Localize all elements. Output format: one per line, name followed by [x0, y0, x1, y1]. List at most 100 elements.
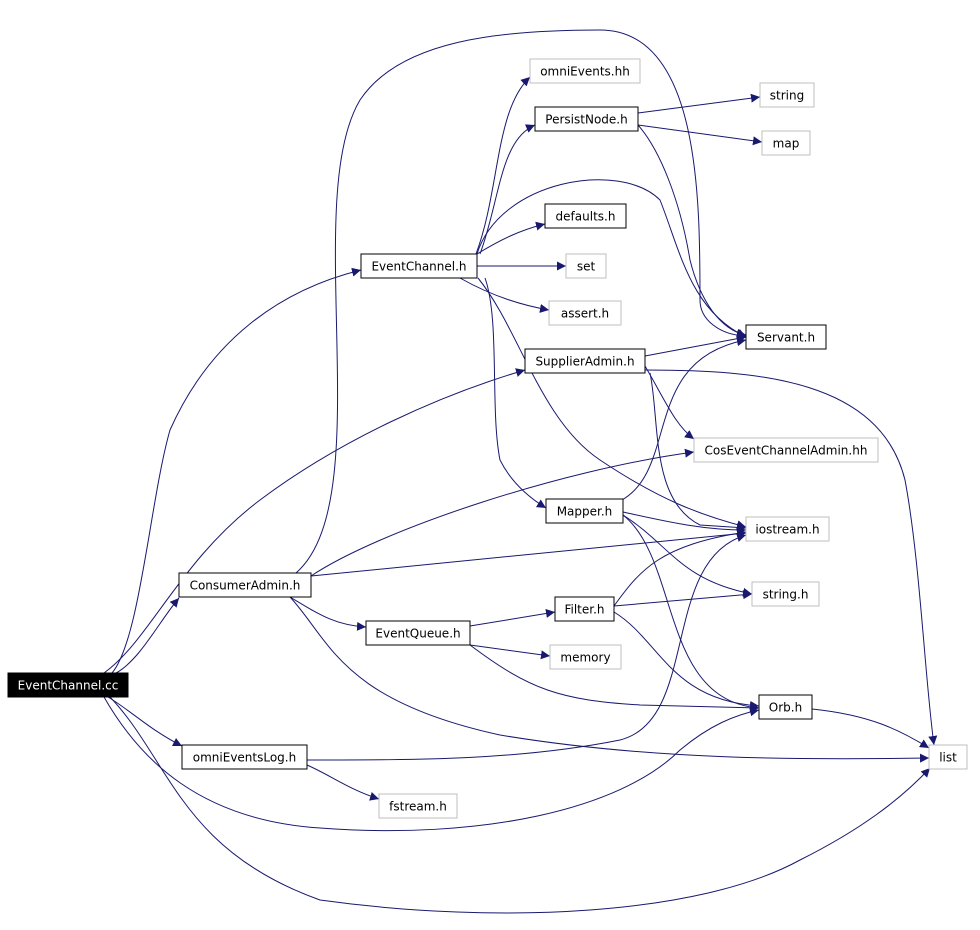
nodes: EventChannel.cc omniEvents.hhPersistNode.… — [7, 58, 968, 819]
node-box — [7, 672, 129, 698]
node-string_h[interactable]: string.h — [751, 581, 820, 607]
edge-filter_h-to-orb_h — [613, 611, 760, 710]
edge-consumeradmin_h-to-list — [289, 596, 930, 763]
node-defaults_h[interactable]: defaults.h — [544, 203, 627, 229]
node-label: fstream.h — [389, 800, 447, 814]
node-label: string — [770, 89, 804, 103]
node-label: map — [773, 137, 800, 151]
node-servant_h[interactable]: Servant.h — [745, 324, 827, 350]
node-omniEvents_hh[interactable]: omniEvents.hh — [529, 58, 641, 84]
node-box — [745, 516, 830, 542]
node-label: ConsumerAdmin.h — [190, 579, 301, 593]
node-label: list — [939, 751, 957, 765]
node-map[interactable]: map — [761, 130, 811, 156]
node-box — [378, 793, 458, 819]
edge-omnieventslog_h-to-fstream_h — [306, 764, 380, 801]
node-box — [178, 572, 312, 598]
node-box — [758, 694, 813, 720]
node-box — [524, 348, 646, 374]
node-label: memory — [560, 651, 610, 665]
node-box — [565, 253, 607, 279]
edge-eventqueue_h-to-orb_h — [469, 644, 760, 713]
edge-supplieradmin_h-to-coseca_hh — [644, 365, 695, 440]
node-box — [928, 744, 968, 770]
node-label: string.h — [763, 588, 809, 602]
edge-supplieradmin_h-to-servant_h — [644, 334, 747, 357]
edge-eventchannel_h-to-assert_h — [459, 277, 550, 313]
node-label: Orb.h — [769, 701, 802, 715]
node-mapper_h[interactable]: Mapper.h — [545, 498, 624, 524]
edge-persistnode_h-to-map — [637, 124, 763, 146]
node-label: omniEvents.hh — [540, 65, 630, 79]
node-set[interactable]: set — [565, 253, 607, 279]
edge-mapper_h-to-string_h — [622, 514, 753, 597]
edge-consumeradmin_h-to-iostream_h — [310, 529, 747, 577]
edge-eventqueue_h-to-filter_h — [469, 609, 556, 627]
node-label: set — [577, 260, 596, 274]
node-eventqueue_h[interactable]: EventQueue.h — [365, 620, 471, 646]
edge-omnieventslog_h-to-iostream_h — [306, 533, 747, 761]
node-label: Mapper.h — [557, 505, 613, 519]
edge-orb_h-to-list — [811, 708, 930, 749]
edge-eventchannel_h-to-persistnode_h — [479, 124, 536, 255]
node-filter_h[interactable]: Filter.h — [554, 596, 615, 622]
edge-consumeradmin_h-to-servant_h — [295, 29, 747, 574]
edge-ec_cc-to-consumeradmin_h — [115, 597, 180, 674]
node-label: CosEventChannelAdmin.hh — [705, 444, 868, 458]
node-list[interactable]: list — [928, 744, 968, 770]
edge-eventchannel_h-to-mapper_h — [484, 277, 547, 509]
node-consumeradmin_h[interactable]: ConsumerAdmin.h — [178, 572, 312, 598]
node-omnieventslog_h[interactable]: omniEventsLog.h — [181, 744, 308, 770]
node-box — [181, 744, 308, 770]
edges — [103, 29, 938, 914]
node-eventchannel_h[interactable]: EventChannel.h — [360, 253, 478, 279]
edge-ec_cc-to-list — [109, 696, 931, 914]
node-box — [693, 437, 879, 463]
node-label: SupplierAdmin.h — [535, 355, 634, 369]
node-box — [534, 106, 639, 132]
node-assert_h[interactable]: assert.h — [548, 300, 622, 326]
edge-persistnode_h-to-servant_h — [637, 124, 747, 338]
node-box — [548, 300, 622, 326]
edge-filter_h-to-iostream_h — [613, 528, 747, 607]
node-label: assert.h — [561, 307, 609, 321]
node-box — [745, 324, 827, 350]
node-iostream_h[interactable]: iostream.h — [745, 516, 830, 542]
edge-eventchannel_h-to-omniEvents_hh — [475, 76, 531, 255]
node-box — [761, 130, 811, 156]
node-orb_h[interactable]: Orb.h — [758, 694, 813, 720]
edge-consumeradmin_h-to-coseca_hh — [310, 448, 695, 577]
node-fstream_h[interactable]: fstream.h — [378, 793, 458, 819]
node-label: PersistNode.h — [545, 113, 627, 127]
node-box — [529, 58, 641, 84]
node-label: EventChannel.cc — [18, 679, 119, 693]
node-box — [549, 644, 622, 670]
edge-mapper_h-to-iostream_h — [622, 511, 747, 535]
edge-eventchannel_h-to-defaults_h — [476, 221, 546, 255]
edge-mapper_h-to-orb_h — [622, 514, 760, 712]
edge-eventqueue_h-to-memory — [469, 644, 551, 660]
node-label: defaults.h — [556, 210, 616, 224]
edge-filter_h-to-string_h — [613, 590, 753, 607]
edge-ec_cc-to-supplieradmin_h — [103, 368, 526, 674]
node-label: EventQueue.h — [375, 627, 460, 641]
edge-ec_cc-to-eventchannel_h — [111, 267, 362, 674]
edge-ec_cc-to-omnieventslog_h — [107, 696, 183, 747]
node-coseca_hh[interactable]: CosEventChannelAdmin.hh — [693, 437, 879, 463]
edge-mapper_h-to-servant_h — [619, 337, 747, 502]
node-label: iostream.h — [755, 523, 819, 537]
node-persistnode_h[interactable]: PersistNode.h — [534, 106, 639, 132]
edge-eventchannel_h-to-iostream_h — [477, 277, 747, 530]
node-box — [554, 596, 615, 622]
node-box — [751, 581, 820, 607]
node-label: omniEventsLog.h — [193, 751, 296, 765]
node-label: Filter.h — [564, 603, 604, 617]
node-box — [360, 253, 478, 279]
node-string[interactable]: string — [759, 82, 815, 108]
node-box — [759, 82, 815, 108]
node-memory[interactable]: memory — [549, 644, 622, 670]
edge-persistnode_h-to-string — [637, 93, 761, 114]
node-supplieradmin_h[interactable]: SupplierAdmin.h — [524, 348, 646, 374]
node-ec_cc[interactable]: EventChannel.cc — [7, 672, 129, 698]
